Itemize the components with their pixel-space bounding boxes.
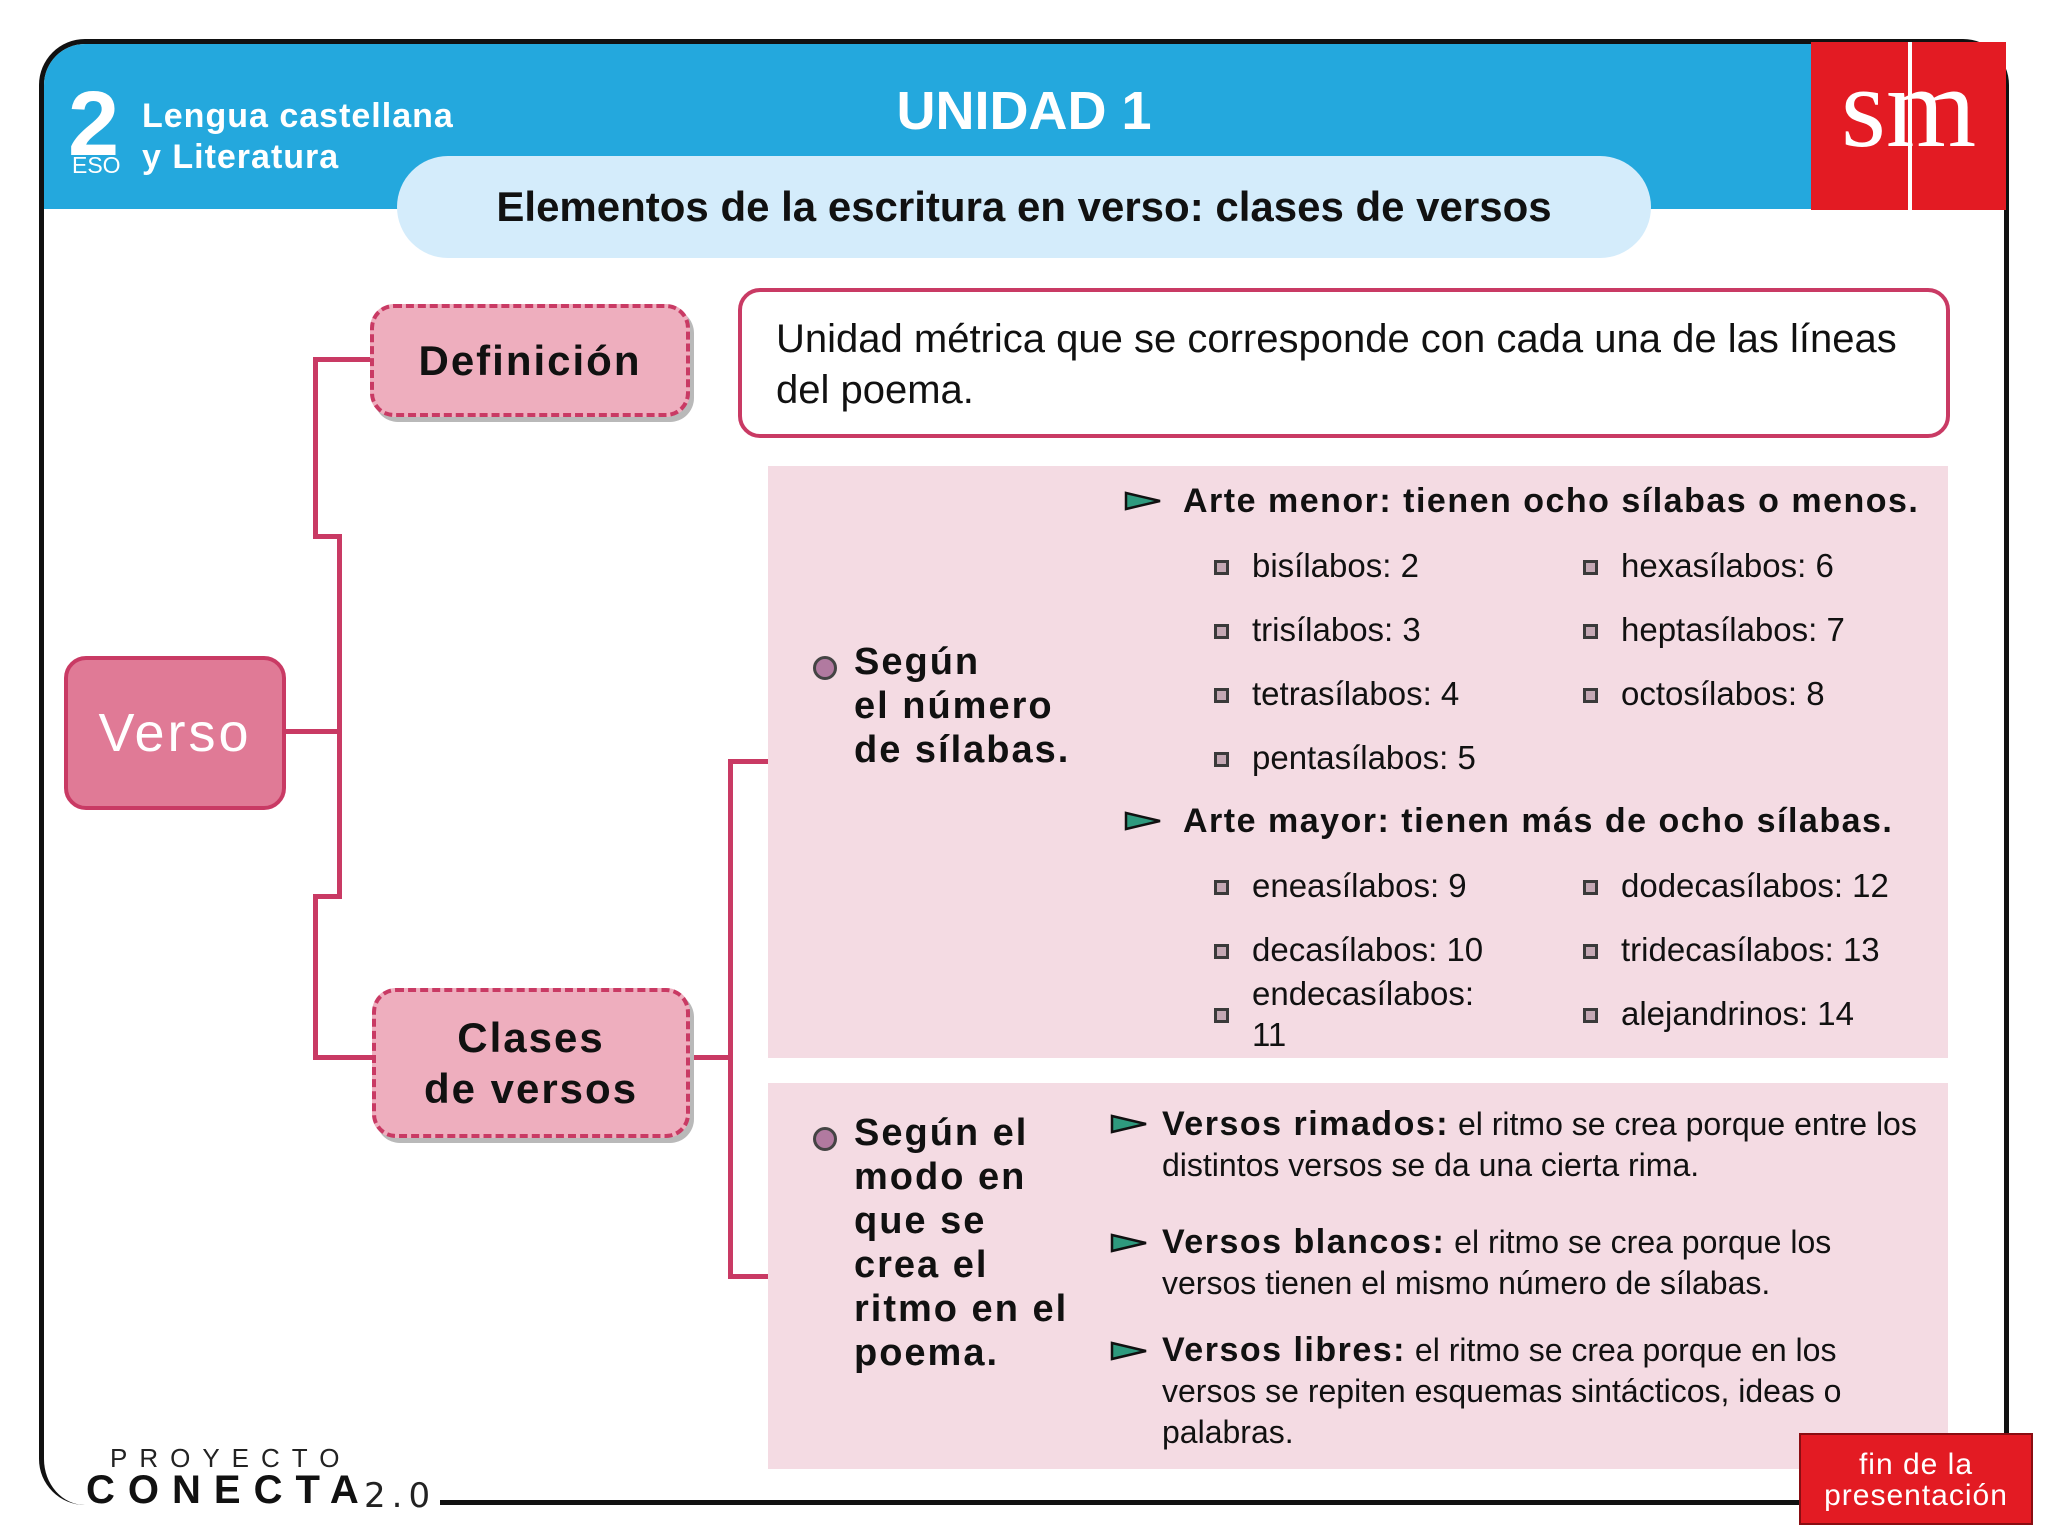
criterion-line: crea el [854, 1244, 989, 1286]
connector-line [313, 894, 342, 899]
list-item: 11 [1252, 1016, 1287, 1053]
connector-line [286, 729, 342, 734]
subject-line-1: Lengua castellana [142, 97, 454, 135]
connector-line [690, 1055, 728, 1060]
criterion-line: de sílabas. [854, 729, 1071, 771]
criterion-line: ritmo en el [854, 1288, 1069, 1330]
criterion-line: modo en [854, 1156, 1027, 1198]
circle-bullet-icon [813, 656, 837, 680]
brand-top-text: PROYECTO [110, 1443, 352, 1473]
rhyme-type-item: Versos libres: el ritmo se crea porque e… [1162, 1330, 1922, 1453]
list-item: trisílabos: 3 [1252, 611, 1421, 648]
rhyme-type-item: Versos blancos: el ritmo se crea porque … [1162, 1222, 1922, 1304]
criterion-line: el número [854, 685, 1054, 727]
arrow-bullet-icon [1110, 1233, 1147, 1253]
connector-line [313, 357, 370, 362]
logo-bar [1908, 42, 1912, 210]
square-bullet-icon [1583, 1008, 1598, 1023]
circle-bullet-icon [813, 1127, 837, 1151]
connector-line [313, 534, 342, 539]
syllables-criterion: Según el número de sílabas. [854, 640, 1070, 772]
arte-mayor-heading: Arte mayor: tienen más de ocho sílabas. [1183, 802, 1894, 840]
square-bullet-icon [1214, 880, 1229, 895]
connector-line [728, 759, 733, 1279]
rhythm-panel [768, 1083, 1948, 1469]
connector-line [313, 1055, 372, 1060]
verso-label: Verso [98, 703, 252, 763]
verso-node: Verso [64, 656, 286, 810]
list-item: endecasílabos: [1252, 975, 1474, 1012]
list-item: bisílabos: 2 [1252, 547, 1419, 584]
clases-label-line-1: Clases [457, 1014, 605, 1061]
rhythm-criterion: Según el modo en que se crea el ritmo en… [854, 1111, 1068, 1375]
square-bullet-icon [1214, 688, 1229, 703]
end-button-line-1: fin de la [1858, 1448, 1974, 1481]
criterion-line: Según [854, 641, 981, 683]
rhyme-type-name: Versos libres: [1162, 1331, 1407, 1369]
square-bullet-icon [1583, 944, 1598, 959]
list-item: hexasílabos: 6 [1621, 547, 1834, 584]
rhyme-type-item: Versos rimados: el ritmo se crea porque … [1162, 1104, 1922, 1186]
brand-version: 2.0 [364, 1476, 437, 1516]
rhyme-type-name: Versos rimados: [1162, 1105, 1450, 1143]
list-item: heptasílabos: 7 [1621, 611, 1845, 648]
list-item: tridecasílabos: 13 [1621, 931, 1880, 968]
connector-line [313, 357, 318, 539]
arte-menor-heading: Arte menor: tienen ocho sílabas o menos. [1183, 482, 1920, 520]
arrow-bullet-icon [1124, 811, 1161, 831]
square-bullet-icon [1583, 560, 1598, 575]
rhyme-type-desc: el ritmo se crea porque los versos tiene… [1162, 1224, 1832, 1301]
level-label: ESO [72, 152, 121, 178]
square-bullet-icon [1214, 560, 1229, 575]
rhyme-type-desc: el ritmo se crea porque en los versos se… [1162, 1332, 1842, 1450]
subtitle-pill [397, 156, 1651, 258]
arrow-bullet-icon [1110, 1341, 1147, 1361]
arrow-bullet-icon [1110, 1114, 1147, 1134]
list-item: octosílabos: 8 [1621, 675, 1825, 712]
definicion-label: Definición [418, 337, 642, 384]
square-bullet-icon [1583, 624, 1598, 639]
connector-line [337, 534, 342, 899]
square-bullet-icon [1583, 880, 1598, 895]
connector-line [313, 894, 318, 1060]
end-presentation-button[interactable]: fin de la presentación [1799, 1433, 2033, 1525]
unit-title: UNIDAD 1 [896, 81, 1152, 141]
definition-box [738, 288, 1950, 438]
definicion-node: Definición [370, 304, 690, 417]
connector-line [728, 759, 768, 764]
subject-line-2: y Literatura [142, 138, 340, 176]
square-bullet-icon [1214, 1008, 1229, 1023]
criterion-line: poema. [854, 1332, 1000, 1374]
square-bullet-icon [1214, 944, 1229, 959]
list-item: eneasílabos: 9 [1252, 867, 1467, 904]
arrow-bullet-icon [1124, 491, 1161, 511]
square-bullet-icon [1214, 752, 1229, 767]
square-bullet-icon [1583, 688, 1598, 703]
definition-text: Unidad métrica que se corresponde con ca… [776, 317, 1897, 412]
list-item: alejandrinos: 14 [1621, 995, 1854, 1032]
rhyme-type-desc: el ritmo se crea porque entre los distin… [1162, 1106, 1917, 1183]
list-item: dodecasílabos: 12 [1621, 867, 1889, 904]
frame-bottom-line [440, 1500, 1805, 1505]
end-button-line-2: presentación [1824, 1479, 2008, 1512]
list-item: decasílabos: 10 [1252, 931, 1484, 968]
publisher-logo: sm [1811, 42, 2006, 210]
grade-number: 2 [68, 73, 120, 175]
square-bullet-icon [1214, 624, 1229, 639]
list-item: pentasílabos: 5 [1252, 739, 1476, 776]
connector-line [728, 1274, 768, 1279]
list-item: tetrasílabos: 4 [1252, 675, 1460, 712]
slide-subtitle: Elementos de la escritura en verso: clas… [496, 183, 1552, 230]
brand-main-text: CONECTA [86, 1468, 372, 1512]
clases-label-line-2: de versos [423, 1065, 639, 1112]
criterion-line: Según el [854, 1112, 1029, 1154]
syllables-panel [768, 466, 1948, 1058]
rhyme-type-name: Versos blancos: [1162, 1223, 1446, 1261]
criterion-line: que se [854, 1200, 987, 1242]
